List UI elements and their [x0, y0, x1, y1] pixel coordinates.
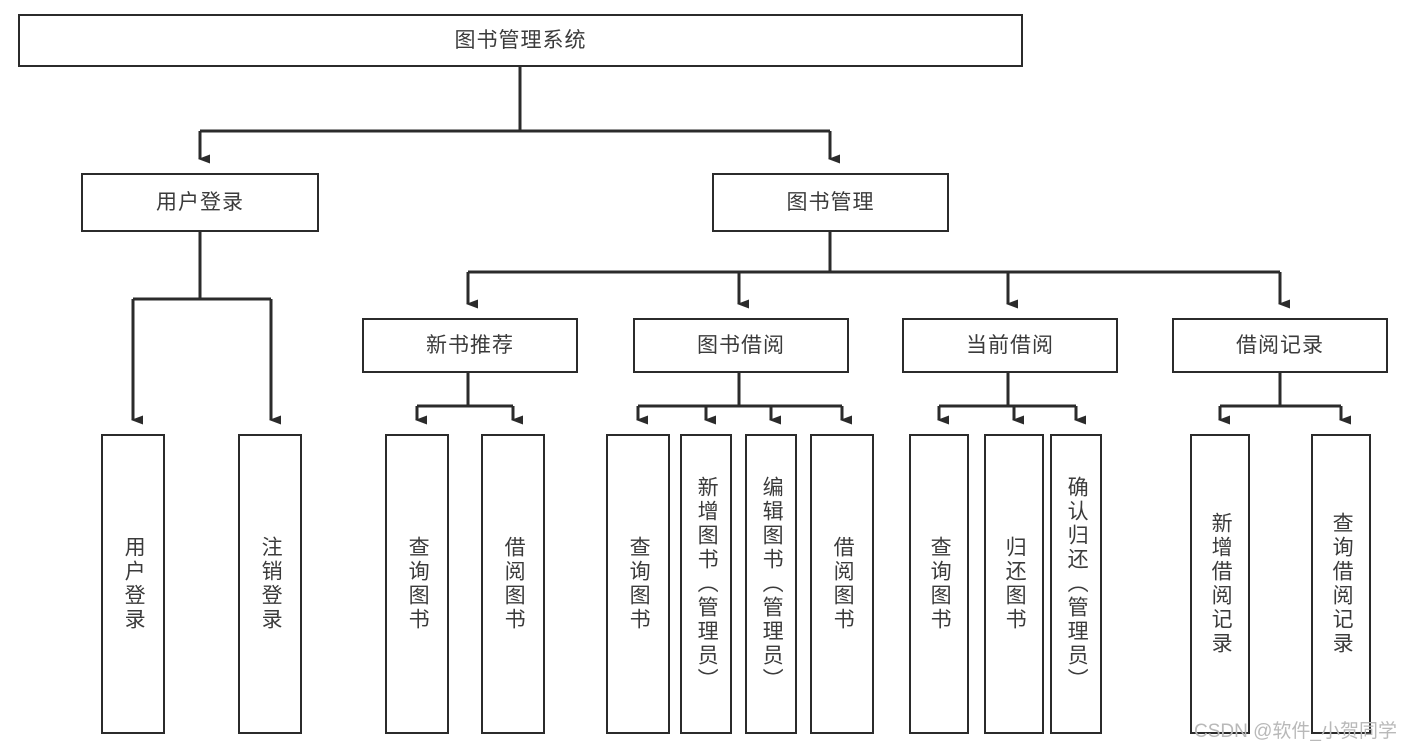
node-leaf-8[interactable]: 借阅图书	[810, 434, 874, 734]
node-leaf-12[interactable]: 新增借阅记录	[1190, 434, 1250, 734]
node-leaf-10-label: 归还图书	[1003, 536, 1027, 632]
node-level3-1-label: 新书推荐	[426, 333, 514, 357]
node-leaf-12-label: 新增借阅记录	[1209, 512, 1233, 656]
node-level2-2-label: 图书管理	[786, 190, 875, 214]
node-level3-2[interactable]: 图书借阅	[633, 318, 849, 373]
node-leaf-13-label: 查询借阅记录	[1330, 512, 1354, 656]
node-leaf-9[interactable]: 查询图书	[909, 434, 969, 734]
node-leaf-7-label: 编辑图书（管理员）	[760, 476, 784, 692]
node-level3-4[interactable]: 借阅记录	[1172, 318, 1388, 373]
node-level2-2[interactable]: 图书管理	[712, 173, 949, 232]
node-leaf-11-label: 确认归还（管理员）	[1065, 476, 1089, 692]
node-leaf-13[interactable]: 查询借阅记录	[1311, 434, 1371, 734]
node-level3-4-label: 借阅记录	[1236, 333, 1324, 357]
node-leaf-2[interactable]: 注销登录	[238, 434, 302, 734]
node-leaf-4[interactable]: 借阅图书	[481, 434, 545, 734]
node-leaf-1[interactable]: 用户登录	[101, 434, 165, 734]
node-level3-3[interactable]: 当前借阅	[902, 318, 1118, 373]
node-leaf-10[interactable]: 归还图书	[984, 434, 1044, 734]
node-leaf-1-label: 用户登录	[122, 536, 146, 632]
node-leaf-2-label: 注销登录	[259, 536, 283, 632]
node-level3-1[interactable]: 新书推荐	[362, 318, 578, 373]
node-level2-1[interactable]: 用户登录	[81, 173, 319, 232]
node-leaf-4-label: 借阅图书	[502, 536, 526, 632]
node-leaf-11[interactable]: 确认归还（管理员）	[1050, 434, 1102, 734]
node-root[interactable]: 图书管理系统	[18, 14, 1023, 67]
node-level2-1-label: 用户登录	[156, 190, 244, 214]
node-leaf-6-label: 新增图书（管理员）	[695, 476, 719, 692]
node-level3-3-label: 当前借阅	[966, 333, 1054, 357]
node-leaf-5-label: 查询图书	[627, 536, 651, 632]
node-leaf-3[interactable]: 查询图书	[385, 434, 449, 734]
node-leaf-8-label: 借阅图书	[831, 536, 855, 632]
node-leaf-6[interactable]: 新增图书（管理员）	[680, 434, 732, 734]
node-leaf-7[interactable]: 编辑图书（管理员）	[745, 434, 797, 734]
node-leaf-3-label: 查询图书	[406, 536, 430, 632]
node-leaf-5[interactable]: 查询图书	[606, 434, 670, 734]
node-leaf-9-label: 查询图书	[928, 536, 952, 632]
node-root-label: 图书管理系统	[454, 28, 587, 52]
node-level3-2-label: 图书借阅	[697, 333, 785, 357]
watermark-text: CSDN @软件_小贺同学	[1194, 721, 1397, 742]
